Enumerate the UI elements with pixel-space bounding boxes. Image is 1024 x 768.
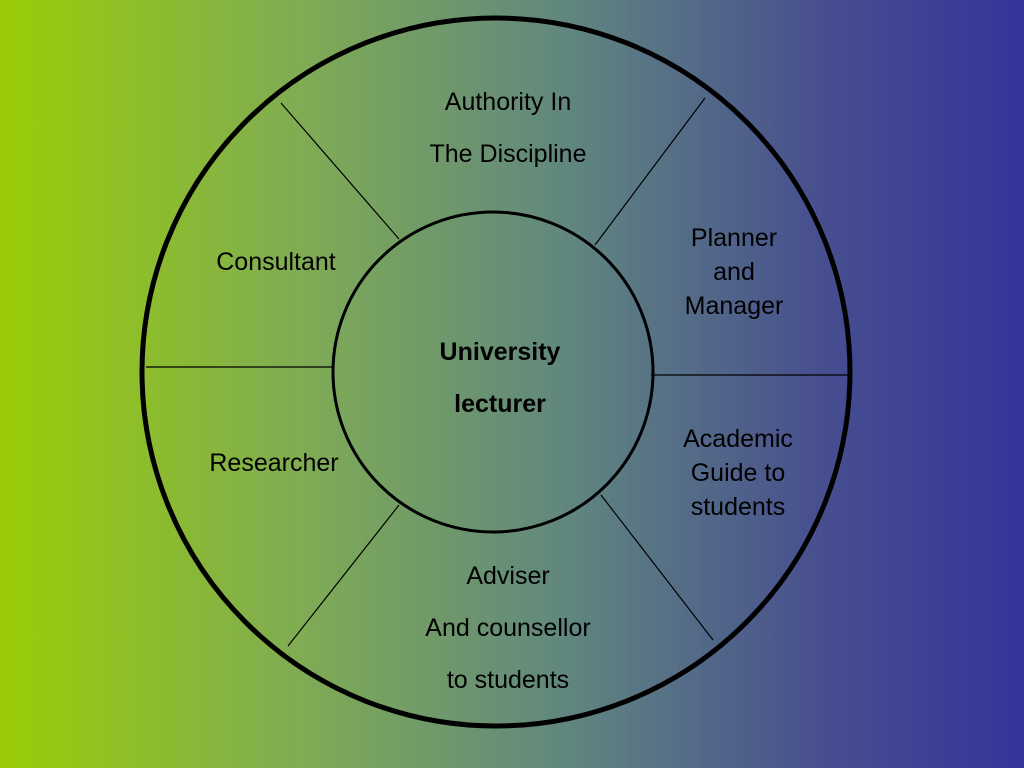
role-label-line: Researcher <box>209 449 339 477</box>
center-label-line: University <box>439 338 561 366</box>
outer-ring <box>139 15 853 729</box>
role-authority-label: Authority In The Discipline <box>388 76 628 180</box>
role-label-line: students <box>690 493 786 521</box>
center-label-line: lecturer <box>454 390 546 418</box>
role-adviser-label: Adviser And counsellor to students <box>388 550 628 706</box>
center-label: University lecturer <box>380 326 620 430</box>
role-label-line: Consultant <box>216 248 336 276</box>
role-label-line: Academic <box>683 425 793 453</box>
divider-bottom-left <box>287 504 400 647</box>
divider-top-left <box>280 102 400 240</box>
role-researcher-label: Researcher <box>184 446 364 480</box>
role-label-line: Authority In <box>444 88 572 116</box>
role-label-line: to students <box>446 666 570 694</box>
role-label-line: and <box>713 258 755 286</box>
role-label-line: Planner <box>690 224 778 252</box>
role-planner-label: Planner and Manager <box>644 221 824 323</box>
divider-top-right <box>594 97 706 246</box>
role-academic-guide-label: Academic Guide to students <box>640 422 836 524</box>
role-label-line: And counsellor <box>425 614 591 642</box>
role-label-line: The Discipline <box>429 140 587 168</box>
role-consultant-label: Consultant <box>186 245 366 279</box>
role-label-line: Guide to <box>690 459 786 487</box>
inner-circle <box>331 210 655 534</box>
divider-bottom-right <box>600 494 714 641</box>
role-label-line: Manager <box>684 292 784 320</box>
role-label-line: Adviser <box>466 562 550 590</box>
